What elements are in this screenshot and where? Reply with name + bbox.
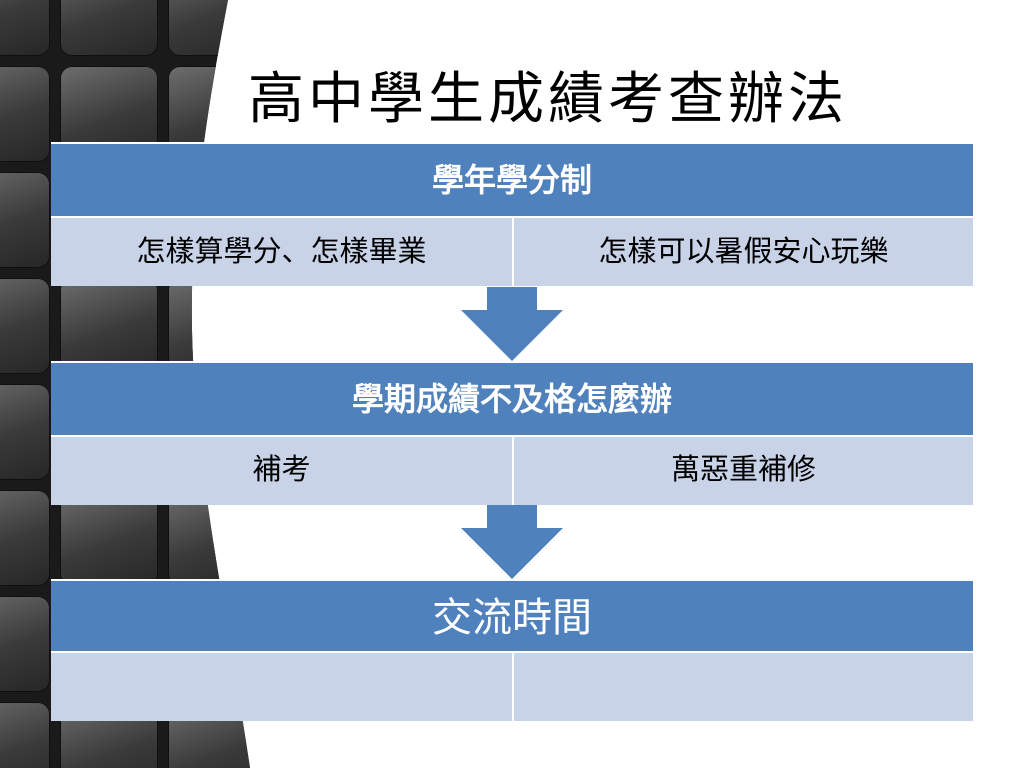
stage-failed-grades: 學期成績不及格怎麼辦 補考 萬惡重補修	[51, 361, 973, 505]
slide-title: 高中學生成績考查辦法	[248, 67, 848, 132]
stage-discussion-time: 交流時間	[51, 579, 973, 721]
down-arrow-icon	[461, 287, 563, 361]
stage-academic-credit: 學年學分制 怎樣算學分、怎樣畢業 怎樣可以暑假安心玩樂	[51, 142, 973, 286]
stage-cell-right	[512, 653, 973, 721]
stage-row: 怎樣算學分、怎樣畢業 怎樣可以暑假安心玩樂	[51, 218, 973, 286]
stage-cell-right: 怎樣可以暑假安心玩樂	[512, 218, 973, 286]
stage-row	[51, 653, 973, 721]
stage-header: 學年學分制	[51, 142, 973, 218]
stage-cell-left	[51, 653, 512, 721]
stage-cell-left: 怎樣算學分、怎樣畢業	[136, 234, 427, 268]
stage-row: 補考 萬惡重補修	[51, 437, 973, 505]
stage-header: 學期成績不及格怎麼辦	[51, 361, 973, 437]
stage-cell-left: 補考	[252, 452, 311, 486]
stage-cell-right: 萬惡重補修	[512, 437, 973, 505]
stage-header: 交流時間	[51, 579, 973, 653]
down-arrow-icon	[461, 505, 563, 579]
